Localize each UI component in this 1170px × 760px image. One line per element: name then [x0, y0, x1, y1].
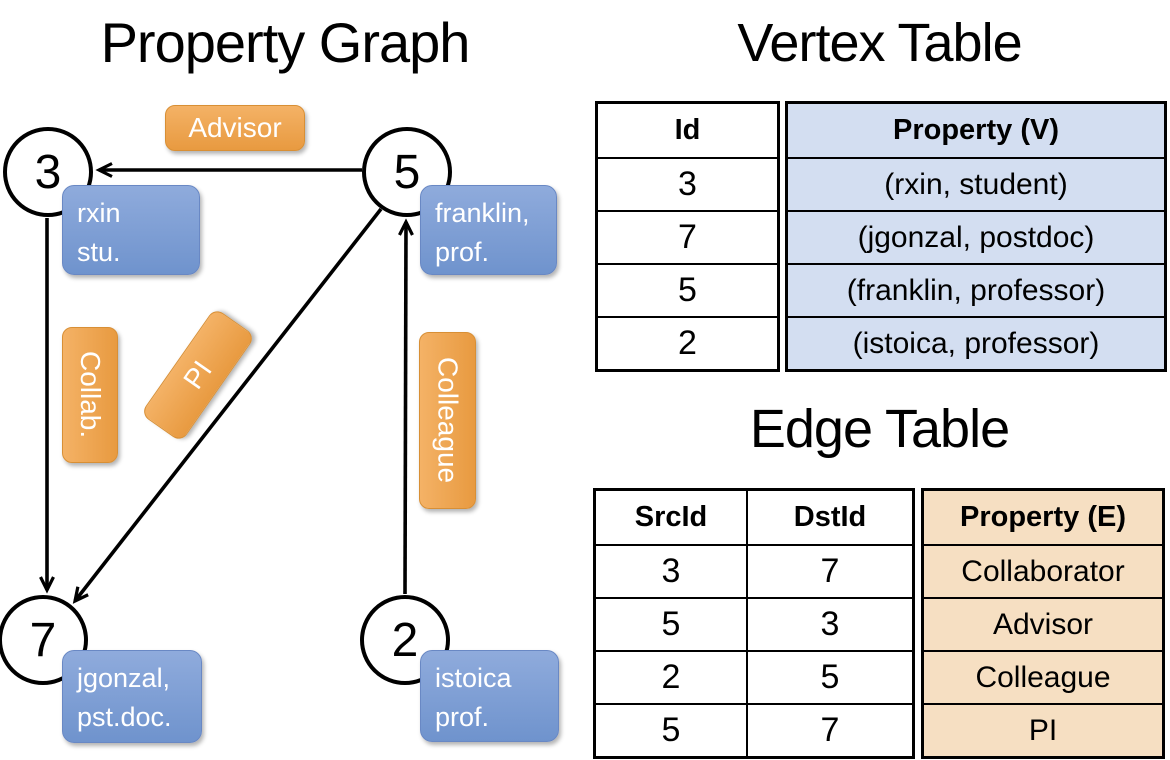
vertex-table-cell-property: (franklin, professor)	[788, 263, 1164, 316]
edge-label-colleague: Colleague	[419, 332, 476, 509]
graph-edges-layer	[39, 162, 414, 604]
edge-label-advisor: Advisor	[165, 105, 305, 151]
vertex-table: Id 3 7 5 2 Property (V) (rxin, student) …	[595, 101, 1167, 372]
edge-table-header-srcid: SrcId	[634, 501, 708, 533]
vertex-table-title: Vertex Table	[737, 13, 1022, 73]
edge-table-property-column: Property (E) Collaborator Advisor Collea…	[921, 488, 1165, 759]
graph-node-5: 5	[362, 127, 452, 217]
edge-table: SrcId DstId 3 7 5 3 2 5 5 7 Property (E)…	[593, 488, 1165, 759]
edge-table-cell-srcid: 2	[596, 650, 746, 703]
vertex-property-box-jgonzal: jgonzal, pst.doc.	[62, 650, 202, 743]
edge-line-colleague-2-to-5	[398, 218, 414, 595]
edge-table-cell-dstid: 5	[746, 650, 912, 703]
edge-table-cell-property: Colleague	[924, 650, 1162, 703]
edge-table-title: Edge Table	[749, 399, 1010, 459]
vertex-property-line: jgonzal,	[77, 663, 171, 693]
edge-table-cell-property: PI	[924, 703, 1162, 756]
vertex-property-line: stu.	[77, 237, 121, 268]
vertex-property-box-rxin: rxin stu.	[62, 185, 200, 275]
edge-table-cell-srcid: 5	[596, 703, 746, 756]
vertex-table-cell-property: (jgonzal, postdoc)	[788, 210, 1164, 263]
vertex-property-line: franklin,	[435, 198, 530, 228]
edge-table-cell-dstid: 3	[746, 597, 912, 650]
edge-table-cell-dstid: 7	[746, 544, 912, 597]
vertex-table-cell-id: 2	[598, 316, 777, 369]
vertex-table-id-column: Id 3 7 5 2	[595, 101, 780, 372]
vertex-table-header-id: Id	[674, 114, 701, 146]
edge-table-header-dstid: DstId	[746, 491, 912, 544]
edge-table-cell-srcid: 3	[596, 544, 746, 597]
vertex-property-line: istoica	[435, 663, 512, 693]
property-graph-title: Property Graph	[100, 11, 471, 74]
vertex-property-line: rxin	[77, 198, 121, 228]
edge-table-cell-srcid: 5	[596, 597, 746, 650]
vertex-table-cell-property: (istoica, professor)	[788, 316, 1164, 369]
vertex-property-line: prof.	[435, 702, 490, 733]
vertex-table-cell-id: 7	[598, 210, 777, 263]
edge-table-src-dst-columns: SrcId DstId 3 7 5 3 2 5 5 7	[593, 488, 915, 759]
vertex-table-cell-id: 5	[598, 263, 777, 316]
edge-table-header-property: Property (E)	[924, 491, 1162, 544]
vertex-property-line: pst.doc.	[77, 702, 172, 733]
graph-node-2: 2	[360, 595, 450, 685]
vertex-table-cell-id: 3	[598, 157, 777, 210]
vertex-property-line: prof.	[435, 237, 490, 268]
vertex-table-cell-property: (rxin, student)	[788, 157, 1164, 210]
edge-table-cell-dstid: 7	[746, 703, 912, 756]
vertex-property-box-franklin: franklin, prof.	[420, 185, 557, 275]
edge-table-cell-property: Collaborator	[924, 544, 1162, 597]
edge-table-cell-property: Advisor	[924, 597, 1162, 650]
vertex-property-box-istoica: istoica prof.	[420, 650, 559, 742]
vertex-table-property-column: Property (V) (rxin, student) (jgonzal, p…	[785, 101, 1167, 372]
vertex-table-header-property: Property (V)	[788, 104, 1164, 157]
edge-label-collab: Collab.	[62, 327, 118, 463]
edge-line-pi-5-to-7	[72, 207, 383, 604]
